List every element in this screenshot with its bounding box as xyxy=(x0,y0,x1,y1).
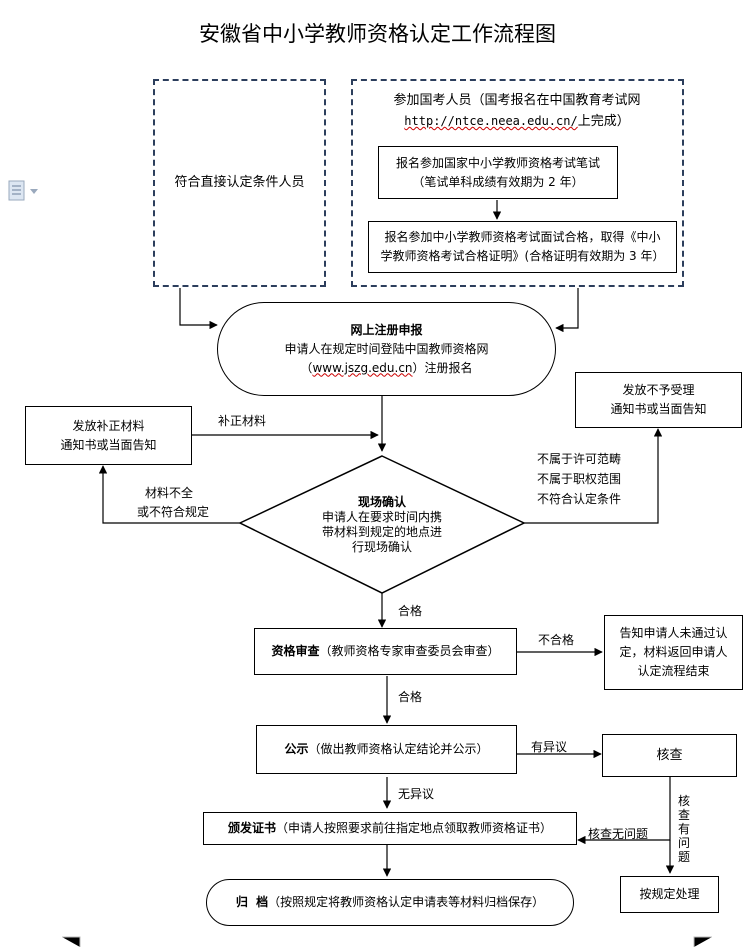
interview-exam-box: 报名参加中小学教师资格考试面试合格，取得《中小 学教师资格考试合格证明》(合格证… xyxy=(368,221,677,273)
written-exam-line2: （笔试单科成绩有效期为 2 年） xyxy=(412,174,584,189)
review-detail: （教师资格专家审查委员会审查） xyxy=(319,644,500,658)
supplement-notice-line1: 发放补正材料 xyxy=(72,418,145,433)
label-pass-2: 合格 xyxy=(398,690,423,704)
archive-heading: 归 档 xyxy=(235,895,269,909)
fail-notice-line2: 定，材料返回申请人 xyxy=(619,645,728,659)
onsite-line1: 申请人在要求时间内携 xyxy=(321,510,442,524)
label-not-scope-3: 不符合认定条件 xyxy=(537,492,622,506)
label-incomplete-2: 或不符合规定 xyxy=(137,505,210,519)
supplement-notice-box: 发放补正材料 通知书或当面告知 xyxy=(25,406,192,465)
document-icon[interactable] xyxy=(8,180,42,202)
label-fail: 不合格 xyxy=(538,633,575,647)
certificate-heading: 颁发证书 xyxy=(227,821,276,835)
supplement-notice-line2: 通知书或当面告知 xyxy=(60,437,157,452)
national-exam-line1: 参加国考人员（国考报名在中国教育考试网 xyxy=(393,93,641,108)
label-no-objection: 无异议 xyxy=(398,787,435,801)
national-exam-box: 参加国考人员（国考报名在中国教育考试网 http://ntce.neea.edu… xyxy=(351,79,684,287)
online-register-line2: （www.jszg.edu.cn）注册报名 xyxy=(300,360,473,375)
publicity-heading: 公示 xyxy=(284,742,309,756)
onsite-heading: 现场确认 xyxy=(357,495,406,509)
onsite-diamond xyxy=(238,455,526,594)
archive-detail: （按照规定将教师资格认定申请表等材料归档保存） xyxy=(268,895,545,909)
label-check-problem: 核 查 有 问 题 xyxy=(677,794,690,864)
online-register-heading: 网上注册申报 xyxy=(350,322,423,337)
direct-certification-label: 符合直接认定条件人员 xyxy=(174,175,305,190)
certificate-box: 颁发证书（申请人按照要求前往指定地点领取教师资格证书） xyxy=(203,812,577,845)
handle-box: 按规定处理 xyxy=(620,876,719,913)
certificate-detail: （申请人按照要求前往指定地点领取教师资格证书） xyxy=(276,821,553,835)
label-supplement: 补正材料 xyxy=(218,414,267,428)
written-exam-box: 报名参加国家中小学教师资格考试笔试 （笔试单科成绩有效期为 2 年） xyxy=(378,146,618,199)
label-not-scope-1: 不属于许可范畴 xyxy=(537,452,622,466)
fail-notice-box: 告知申请人未通过认 定，材料返回申请人 认定流程结束 xyxy=(604,615,743,690)
written-exam-line1: 报名参加国家中小学教师资格考试笔试 xyxy=(395,155,600,170)
publicity-box: 公示（做出教师资格认定结论并公示） xyxy=(256,725,517,774)
online-register-line1: 申请人在规定时间登陆中国教师资格网 xyxy=(284,341,489,356)
label-pass-1: 合格 xyxy=(398,604,423,618)
archive-node: 归 档（按照规定将教师资格认定申请表等材料归档保存） xyxy=(206,879,574,926)
direct-certification-box: 符合直接认定条件人员 xyxy=(153,79,326,287)
label-incomplete-1: 材料不全 xyxy=(145,486,194,500)
fail-notice-line1: 告知申请人未通过认 xyxy=(619,626,728,640)
jszg-url-link[interactable]: www.jszg.edu.cn xyxy=(312,360,413,375)
handle-label: 按规定处理 xyxy=(639,887,700,901)
label-objection: 有异议 xyxy=(531,740,568,754)
reject-notice-box: 发放不予受理 通知书或当面告知 xyxy=(575,372,742,428)
online-register-node: 网上注册申报 申请人在规定时间登陆中国教师资格网 （www.jszg.edu.c… xyxy=(217,302,556,396)
fail-notice-line3: 认定流程结束 xyxy=(637,664,710,678)
label-not-scope-2: 不属于职权范围 xyxy=(537,472,622,486)
verify-label: 核查 xyxy=(656,747,683,763)
onsite-confirm-node: 现场确认 申请人在要求时间内携 带材料到规定的地点进 行现场确认 xyxy=(292,494,472,556)
page-title: 安徽省中小学教师资格认定工作流程图 xyxy=(199,22,556,46)
reject-notice-line1: 发放不予受理 xyxy=(622,383,695,397)
national-exam-heading: 参加国考人员（国考报名在中国教育考试网 http://ntce.neea.edu… xyxy=(353,91,681,132)
interview-exam-line2: 学教师资格考试合格证明》(合格证明有效期为 3 年） xyxy=(380,249,665,263)
national-exam-line2: http://ntce.neea.edu.cn/上完成） xyxy=(404,114,630,129)
reject-notice-line2: 通知书或当面告知 xyxy=(610,402,707,416)
ntce-url-link[interactable]: http://ntce.neea.edu.cn/ xyxy=(404,114,578,128)
verify-box: 核查 xyxy=(602,734,737,777)
label-check-ok: 核查无问题 xyxy=(588,827,649,841)
onsite-line2: 带材料到规定的地点进 xyxy=(321,525,442,539)
qualification-review-box: 资格审查（教师资格专家审查委员会审查） xyxy=(254,628,517,675)
onsite-line3: 行现场确认 xyxy=(351,540,412,554)
review-heading: 资格审查 xyxy=(271,644,320,658)
publicity-detail: （做出教师资格认定结论并公示） xyxy=(308,742,489,756)
interview-exam-line1: 报名参加中小学教师资格考试面试合格，取得《中小 xyxy=(384,230,661,244)
